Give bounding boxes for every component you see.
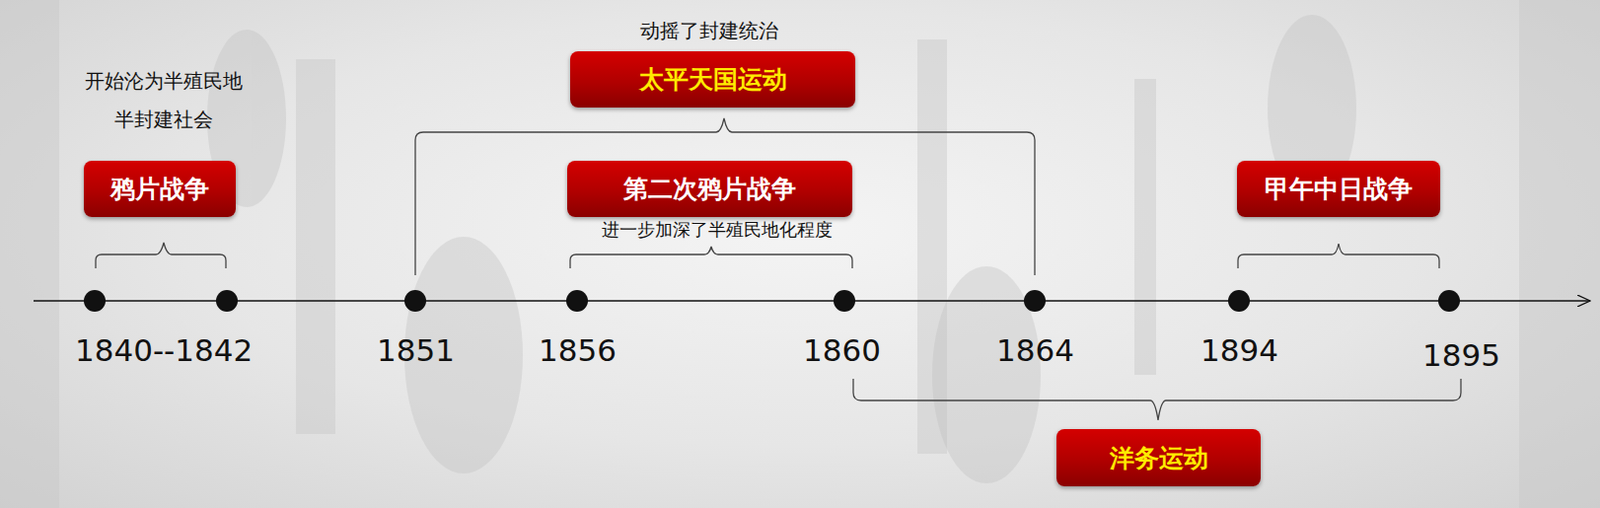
year-label: 1894 — [1200, 332, 1279, 368]
event-title: 太平天国运动 — [639, 63, 788, 96]
event-title: 甲午中日战争 — [1264, 172, 1413, 206]
year-label: 1864 — [996, 332, 1075, 368]
year-label: 1840--1842 — [74, 332, 253, 368]
westernization-box: 洋务运动 — [1056, 429, 1261, 487]
year-label: 1860 — [802, 332, 881, 368]
opium-war-box: 鸦片战争 — [83, 160, 236, 218]
taiping-box: 太平天国运动 — [570, 51, 856, 108]
event-title: 洋务运动 — [1109, 441, 1209, 475]
time-axis — [33, 299, 1591, 301]
year-label: 1851 — [376, 332, 455, 368]
note-text: 进一步加深了半殖民地化程度 — [601, 218, 833, 242]
sino-japanese-war-box: 甲午中日战争 — [1236, 160, 1441, 218]
year-label: 1895 — [1422, 337, 1501, 373]
brackets — [95, 118, 1461, 421]
event-title: 第二次鸦片战争 — [623, 172, 797, 206]
time-dots — [83, 290, 1460, 312]
second-opium-war-box: 第二次鸦片战争 — [567, 160, 853, 218]
note-text: 开始沦为半殖民地 半封建社会 — [81, 62, 246, 140]
event-title: 鸦片战争 — [110, 172, 210, 206]
note-text: 动摇了封建统治 — [640, 17, 779, 45]
year-label: 1856 — [538, 332, 617, 368]
